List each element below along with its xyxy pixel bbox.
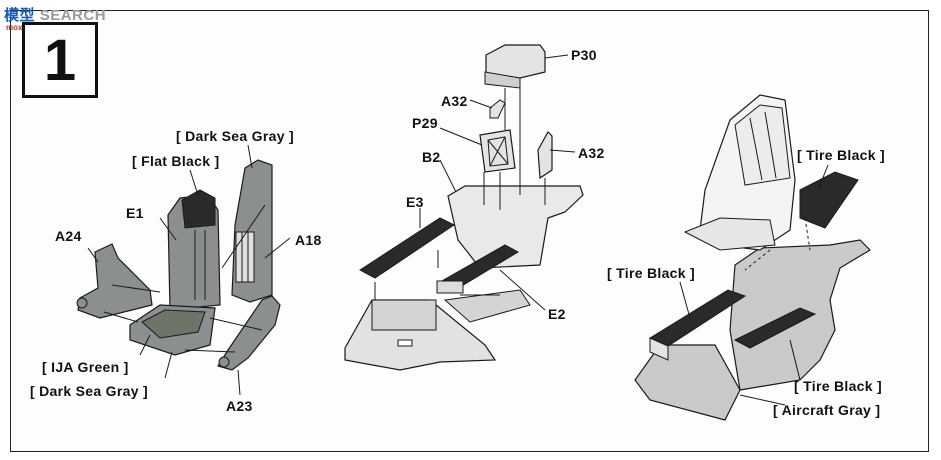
assembled-floor bbox=[634, 344, 741, 421]
part-a32-left bbox=[489, 99, 506, 119]
side-frame-a24 bbox=[77, 243, 153, 319]
label-dark-sea-gray-top: [ Dark Sea Gray ] bbox=[176, 128, 294, 144]
part-p30 bbox=[484, 44, 546, 89]
assembled-seat bbox=[683, 94, 796, 251]
label-b2: B2 bbox=[422, 149, 441, 165]
label-p29: P29 bbox=[412, 115, 438, 131]
watermark-logo: 模型 SEARCH bbox=[4, 7, 107, 24]
part-a32-right bbox=[537, 131, 553, 180]
label-ija-green: [ IJA Green ] bbox=[42, 359, 129, 375]
label-e2: E2 bbox=[548, 306, 566, 322]
seat-cushion-green bbox=[141, 309, 206, 339]
label-tire-black-bottom: [ Tire Black ] bbox=[794, 378, 882, 394]
label-tire-black-top: [ Tire Black ] bbox=[797, 147, 885, 163]
headrest-black bbox=[181, 189, 216, 229]
step-number: 1 bbox=[22, 22, 98, 98]
label-e1: E1 bbox=[126, 205, 144, 221]
label-aircraft-gray: [ Aircraft Gray ] bbox=[773, 402, 881, 418]
label-a32-right: A32 bbox=[578, 145, 605, 161]
label-a24: A24 bbox=[55, 228, 82, 244]
label-a23: A23 bbox=[226, 398, 253, 414]
label-e3: E3 bbox=[406, 194, 424, 210]
assembled-black-box bbox=[799, 171, 859, 229]
assembled-console-right bbox=[733, 307, 817, 349]
label-p30: P30 bbox=[571, 47, 597, 63]
label-flat-black: [ Flat Black ] bbox=[132, 153, 220, 169]
label-tire-black-left: [ Tire Black ] bbox=[607, 265, 695, 281]
label-dark-sea-gray-bottom: [ Dark Sea Gray ] bbox=[30, 383, 148, 399]
console-e3 bbox=[359, 217, 455, 279]
label-a32-left: A32 bbox=[441, 93, 468, 109]
cockpit-rear-deck bbox=[447, 185, 584, 269]
label-a18: A18 bbox=[295, 232, 322, 248]
